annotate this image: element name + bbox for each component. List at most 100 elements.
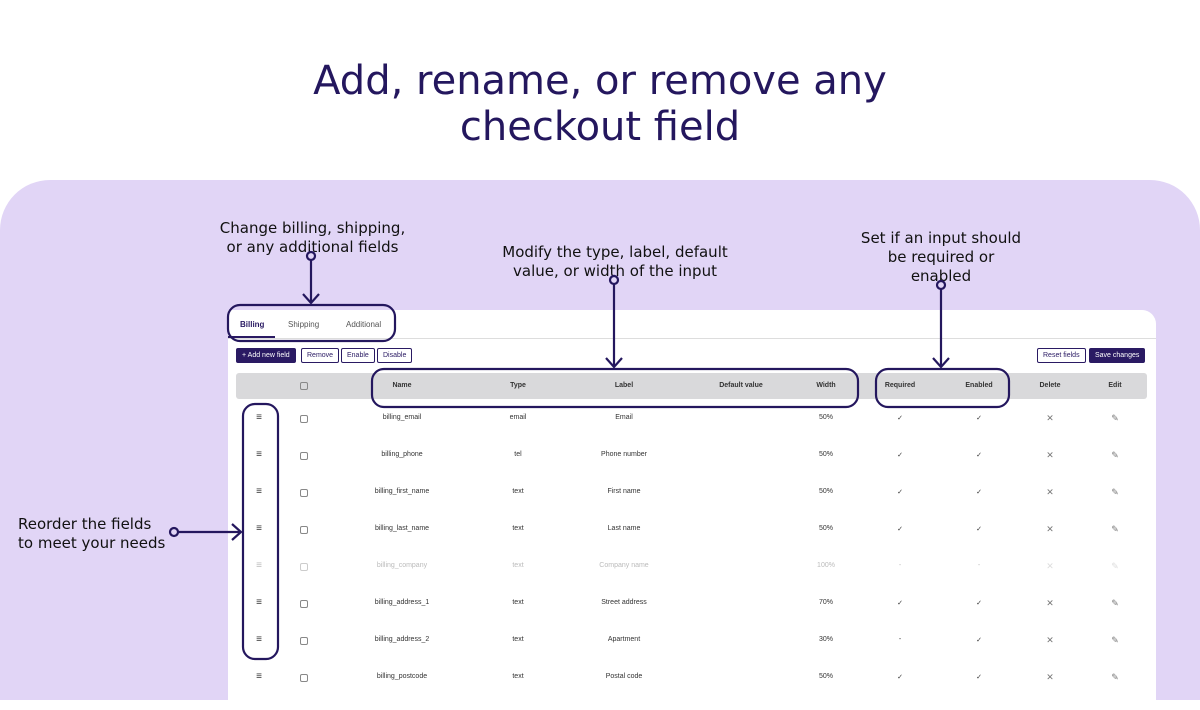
row-checkbox[interactable] — [300, 637, 308, 645]
cell-width: 50% — [818, 488, 834, 495]
row-checkbox[interactable] — [300, 415, 308, 423]
cell-name: billing_first_name — [374, 488, 430, 495]
col-width: Width — [816, 382, 836, 389]
pencil-icon[interactable]: ✎ — [1111, 450, 1119, 460]
cell-width: 30% — [818, 636, 834, 643]
col-default: Default value — [719, 382, 763, 389]
cell-required: ✓ — [897, 452, 903, 459]
tab-bar: Billing Shipping Additional — [228, 310, 1156, 339]
cell-enabled: ✓ — [976, 452, 982, 459]
active-tab-indicator — [228, 336, 275, 338]
drag-handle-icon[interactable]: ≡ — [256, 671, 262, 682]
pencil-icon[interactable]: ✎ — [1111, 524, 1119, 534]
row-checkbox[interactable] — [300, 563, 308, 571]
cell-type: text — [512, 525, 524, 532]
cell-required: - — [898, 562, 902, 569]
x-icon[interactable]: ✕ — [1046, 672, 1054, 682]
pencil-icon[interactable]: ✎ — [1111, 598, 1119, 608]
row-checkbox[interactable] — [300, 452, 308, 460]
x-icon[interactable]: ✕ — [1046, 450, 1054, 460]
x-icon[interactable]: ✕ — [1046, 524, 1054, 534]
cell-name: billing_phone — [381, 451, 423, 458]
cell-required: ✓ — [897, 674, 903, 681]
title-line: Add, rename, or remove any — [313, 58, 887, 104]
disable-button[interactable]: Disable — [377, 348, 413, 363]
col-edit: Edit — [1108, 382, 1122, 389]
drag-handle-icon[interactable]: ≡ — [256, 449, 262, 460]
cell-enabled: ✓ — [976, 637, 982, 644]
cell-required: ✓ — [897, 489, 903, 496]
fields-editor: Billing Shipping Additional + Add new fi… — [228, 310, 1156, 710]
cell-enabled: ✓ — [976, 600, 982, 607]
cell-label: First name — [607, 488, 641, 495]
col-required: Required — [884, 382, 916, 389]
pencil-icon[interactable]: ✎ — [1111, 561, 1119, 571]
x-icon[interactable]: ✕ — [1046, 635, 1054, 645]
x-icon[interactable]: ✕ — [1046, 561, 1054, 571]
table-header: Name Type Label Default value Width Requ… — [236, 373, 1147, 399]
tab-billing[interactable]: Billing — [240, 320, 265, 329]
row-checkbox[interactable] — [300, 526, 308, 534]
cell-name: billing_email — [382, 414, 422, 421]
table-row: ≡ billing_first_name text First name 50% ✓ ✓ ✕ ✎ — [228, 486, 1156, 525]
cell-required: - — [898, 636, 902, 643]
row-checkbox[interactable] — [300, 600, 308, 608]
cell-name: billing_postcode — [376, 673, 428, 680]
row-checkbox[interactable] — [300, 674, 308, 682]
tab-shipping[interactable]: Shipping — [288, 320, 320, 329]
remove-button[interactable]: Remove — [301, 348, 340, 363]
enable-button[interactable]: Enable — [341, 348, 375, 363]
x-icon[interactable]: ✕ — [1046, 487, 1054, 497]
drag-handle-icon[interactable]: ≡ — [256, 412, 262, 423]
x-icon[interactable]: ✕ — [1046, 598, 1054, 608]
cell-label: Postal code — [605, 673, 643, 680]
col-enabled: Enabled — [965, 382, 993, 389]
cell-name: billing_last_name — [374, 525, 430, 532]
cell-label: Last name — [607, 525, 641, 532]
pencil-icon[interactable]: ✎ — [1111, 487, 1119, 497]
pencil-icon[interactable]: ✎ — [1111, 413, 1119, 423]
cell-enabled: - — [977, 562, 981, 569]
cell-width: 50% — [818, 673, 834, 680]
cell-type: text — [512, 488, 524, 495]
select-all-checkbox[interactable] — [300, 382, 308, 390]
cell-enabled: ✓ — [976, 674, 982, 681]
tab-additional[interactable]: Additional — [346, 320, 382, 329]
pencil-icon[interactable]: ✎ — [1111, 635, 1119, 645]
drag-handle-icon[interactable]: ≡ — [256, 486, 262, 497]
title-line: checkout field — [459, 104, 741, 150]
drag-handle-icon[interactable]: ≡ — [256, 597, 262, 608]
cell-type: text — [512, 636, 524, 643]
cell-label: Company name — [599, 562, 649, 569]
cell-enabled: ✓ — [976, 526, 982, 533]
add-new-field-button[interactable]: + Add new field — [236, 348, 296, 363]
cell-type: text — [512, 562, 524, 569]
cell-type: tel — [514, 451, 522, 458]
cell-width: 100% — [817, 562, 835, 569]
cell-label: Apartment — [607, 636, 641, 643]
drag-handle-icon[interactable]: ≡ — [256, 634, 262, 645]
drag-handle-icon[interactable]: ≡ — [256, 560, 262, 571]
save-changes-button[interactable]: Save changes — [1089, 348, 1146, 363]
drag-handle-icon[interactable]: ≡ — [256, 523, 262, 534]
col-label: Label — [614, 382, 634, 389]
cell-type: text — [512, 599, 524, 606]
cell-enabled: ✓ — [976, 489, 982, 496]
cell-label: Street address — [601, 599, 647, 606]
x-icon[interactable]: ✕ — [1046, 413, 1054, 423]
pencil-icon[interactable]: ✎ — [1111, 672, 1119, 682]
cell-label: Email — [615, 414, 633, 421]
reset-fields-button[interactable]: Reset fields — [1037, 348, 1086, 363]
cell-type: email — [509, 414, 527, 421]
col-type: Type — [510, 382, 526, 389]
row-checkbox[interactable] — [300, 489, 308, 497]
